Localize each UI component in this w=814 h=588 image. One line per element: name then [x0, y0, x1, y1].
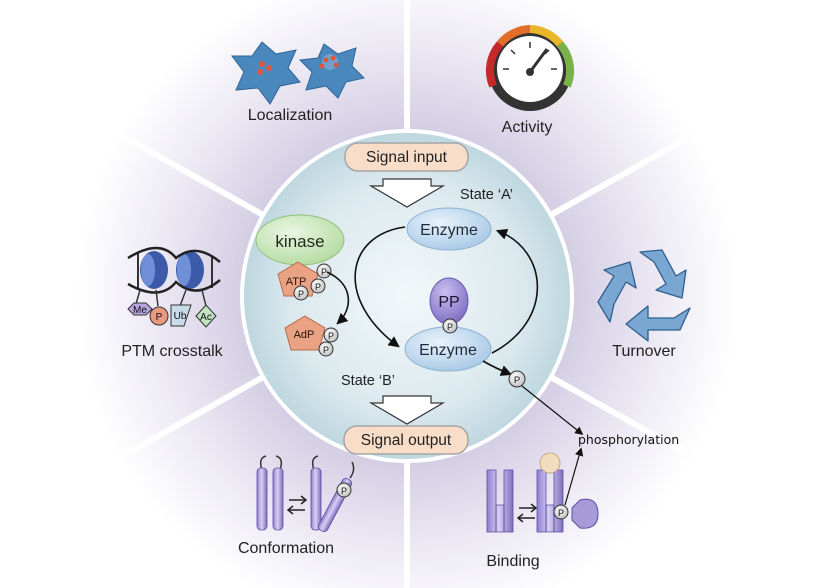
output-hollow-arrow: [368, 395, 446, 425]
conformation-p: P: [341, 486, 347, 496]
localization-icon: [231, 41, 365, 105]
enzyme-bottom-label: Enzyme: [419, 342, 477, 359]
localization-label: Localization: [248, 107, 333, 124]
annotation-arrows: [521, 385, 584, 506]
state-a-label: State ‘A’: [460, 187, 513, 203]
conformation-icon: P: [256, 455, 355, 532]
kinase-label: kinase: [275, 232, 324, 251]
ptm-p-label: P: [156, 312, 163, 323]
released-phosphate-label: P: [514, 375, 520, 386]
phosphorylation-annotation: phosphorylation: [578, 432, 679, 447]
enzyme-top-label: Enzyme: [420, 222, 478, 239]
adp-label: AdP: [294, 329, 315, 341]
released-phosphate: [508, 370, 526, 388]
activity-label: Activity: [502, 119, 553, 136]
signal-input-label: Signal input: [366, 149, 448, 166]
conformation-label: Conformation: [238, 540, 334, 557]
binding-p: P: [558, 508, 564, 518]
atp-p1: P: [321, 267, 327, 277]
cycle-arrows: [326, 226, 539, 376]
ptm-crosstalk-icon: [127, 246, 221, 328]
input-hollow-arrow: [368, 178, 446, 208]
atp-p3: P: [298, 289, 304, 299]
recycle-icon: [597, 249, 691, 342]
state-b-label: State ‘B’: [341, 373, 395, 389]
signal-output-label: Signal output: [361, 432, 452, 449]
ptm-me-label: Me: [133, 305, 147, 316]
pp-label: PP: [438, 294, 459, 311]
adp-p2: P: [323, 345, 329, 355]
adp-pentagon: [284, 315, 326, 351]
speedometer-icon: [485, 25, 575, 111]
ptm-crosstalk-label: PTM crosstalk: [121, 343, 223, 360]
atp-phosphates: P P P: [293, 263, 332, 301]
pp-phosphate: [442, 318, 458, 334]
signal-output-box: Signal output: [343, 425, 469, 455]
ptm-ub-label: Ub: [174, 311, 187, 322]
turnover-label: Turnover: [612, 343, 676, 360]
adp-p1: P: [328, 331, 334, 341]
pp-phosphate-label: P: [447, 322, 453, 332]
atp-p2: P: [315, 282, 321, 292]
ptm-ac-label: Ac: [200, 312, 212, 323]
enzyme-state-a: [406, 207, 492, 251]
binding-icon: P: [486, 452, 599, 533]
atp-label: ATP: [286, 276, 307, 288]
central-cycle-circle: [240, 129, 574, 463]
signal-input-box: Signal input: [344, 142, 469, 172]
binding-label: Binding: [486, 553, 539, 570]
adp-phosphates: P P: [318, 327, 339, 357]
